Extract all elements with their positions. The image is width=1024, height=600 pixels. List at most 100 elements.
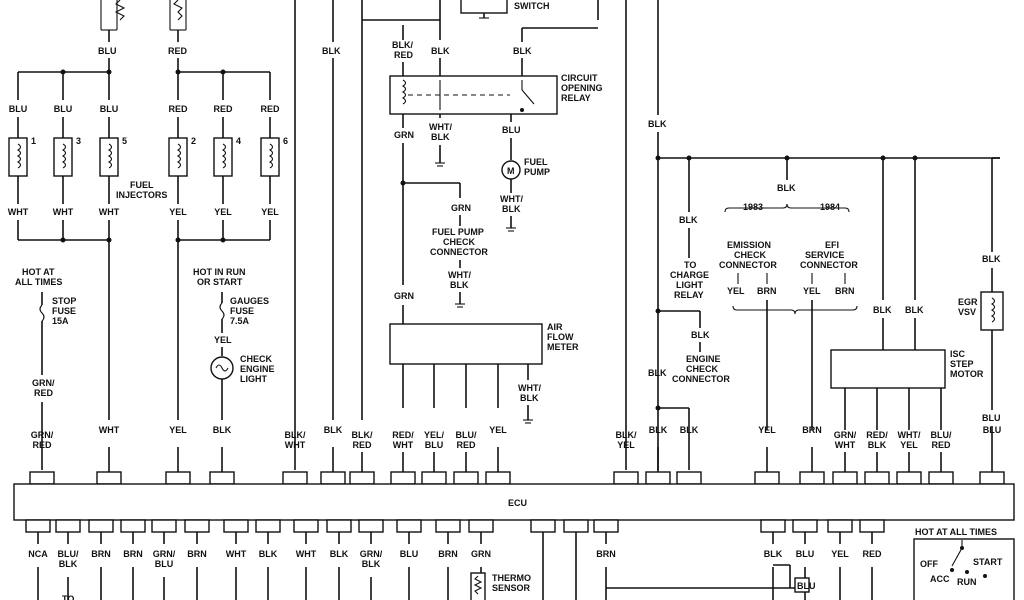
- gauges-name-3: 7.5A: [230, 316, 250, 326]
- fpcheck-label-1: FUEL PUMP: [432, 227, 484, 237]
- ecu-top-pin-label-10-0: YEL: [489, 425, 507, 435]
- ecu-top-pin-14: [754, 471, 780, 485]
- injector-number-3: 2: [191, 136, 196, 146]
- engine-check-wire2: BLK: [648, 368, 667, 378]
- ecu-top-pin-label-14-0: YEL: [758, 425, 776, 435]
- injector-coil-5: [268, 143, 274, 169]
- ignition-switch: HOT AT ALL TIMES OFF START ACC RUN: [913, 527, 1015, 600]
- ecu-bottom-pin-6: [223, 519, 249, 533]
- engine-check-label-3: CONNECTOR: [672, 374, 730, 384]
- ecu-top-pin-7: [390, 471, 416, 485]
- gauges-caption-1: HOT IN RUN: [193, 267, 246, 277]
- relay-label-3: RELAY: [561, 93, 591, 103]
- stop-fuse-caption-2: ALL TIMES: [15, 277, 62, 287]
- ignition-run: RUN: [957, 577, 977, 587]
- emission-year-b: 1984: [820, 202, 840, 212]
- isc-label-1: ISC: [950, 349, 966, 359]
- inj-wire-bottom-label-2: WHT: [99, 207, 120, 217]
- ecu-top-pin-12: [645, 471, 671, 485]
- injector-coil-1: [61, 143, 67, 169]
- switch-label: SWITCH: [514, 1, 550, 11]
- ecu-label: ECU: [508, 498, 527, 508]
- ecu-bottom-pin-label-8-0: WHT: [296, 549, 317, 559]
- ecu-bottom-pin-12: [435, 519, 461, 533]
- relay-wire-blu: BLU: [502, 125, 521, 135]
- ecu-bottom-pin-label-16-0: BLU: [796, 549, 815, 559]
- fuel-injectors: BLU1WHTBLU3WHTBLU5WHTRED2YELRED4YELRED6Y…: [8, 69, 288, 420]
- wire-label-blu-top: BLU: [98, 46, 117, 56]
- ecu-top-pin-label-16-1: WHT: [835, 440, 856, 450]
- isc-wire-2: BLK: [905, 305, 924, 315]
- gauges-caption-2: OR START: [197, 277, 243, 287]
- ecu-top-pin-1: [96, 471, 122, 485]
- fuel-pump-label-2: PUMP: [524, 167, 550, 177]
- fpcheck-label-2: CHECK: [443, 237, 476, 247]
- gauges-wire: YEL: [214, 335, 232, 345]
- ecu-bottom-pin-3: [120, 519, 146, 533]
- injector-number-2: 5: [122, 136, 127, 146]
- injector-1: [8, 137, 28, 177]
- inj-wire-bottom-label-5: YEL: [261, 207, 279, 217]
- ecu-top-pin-label-1-0: WHT: [99, 425, 120, 435]
- emission-label-b-1: EFI: [825, 240, 839, 250]
- engine-check-wire: BLK: [691, 330, 710, 340]
- ecu-bottom-pin-8: [293, 519, 319, 533]
- ecu-bottom-pin-7: [255, 519, 281, 533]
- injector-number-1: 3: [76, 136, 81, 146]
- injector-coil-0: [16, 143, 22, 169]
- ecu-top-pin-label-4-1: WHT: [285, 440, 306, 450]
- ecu-bottom-pin-16: [792, 519, 818, 533]
- bottom-extras: TO THERMO SENSOR BLU: [62, 564, 816, 600]
- ecu-top-pin-8: [421, 471, 447, 485]
- ecu-bottom-pin-label-5-0: BRN: [187, 549, 207, 559]
- ignition-switch-top: SWITCH: [460, 0, 550, 19]
- ecu-top-pin-0: [29, 471, 55, 485]
- emission-year-a: 1983: [743, 202, 763, 212]
- ecu-bottom-pin-label-0-0: NCA: [28, 549, 48, 559]
- ecu-top-pin-label-7-0: RED/: [392, 430, 414, 440]
- emission-pin-a-1: YEL: [727, 286, 745, 296]
- ecu-top-pin-13: [676, 471, 702, 485]
- ecu-top-pin-9: [453, 471, 479, 485]
- ecu-bottom-pin-label-7-0: BLK: [259, 549, 278, 559]
- fuel-pump: M FUEL PUMP WHT/ BLK: [500, 157, 550, 232]
- ecu-bottom-pin-label-12-0: BRN: [438, 549, 458, 559]
- ecu-top-pin-label-13-0: BLK: [680, 425, 699, 435]
- check-light-label-3: LIGHT: [240, 374, 267, 384]
- injectors-label-2: INJECTORS: [116, 190, 167, 200]
- ecu-top-pin-label-4-0: BLK/: [285, 430, 306, 440]
- stop-fuse-name-2: FUSE: [52, 306, 76, 316]
- inj-wire-top-label-1: BLU: [54, 104, 73, 114]
- ecu-top-pin-15: [799, 471, 825, 485]
- ecu-bottom-pin-0: [25, 519, 51, 533]
- ecu-top-pin-19: [928, 471, 954, 485]
- ecu-top-pin-label-9-0: BLU/: [456, 430, 477, 440]
- ecu-bottom-extra-pin-1: [563, 519, 589, 533]
- ecu-top-pin-label-18-1: YEL: [900, 440, 918, 450]
- ecu-bottom-pin-13: [468, 519, 494, 533]
- ecu-top-pin-label-5-0: BLK: [324, 425, 343, 435]
- stop-fuse-wire-1: GRN/: [32, 378, 55, 388]
- ecu-bottom-pin-label-10-0: GRN/: [360, 549, 383, 559]
- emission-label-a-1: EMISSION: [727, 240, 771, 250]
- bottom-to: TO: [62, 594, 74, 600]
- ecu-top-pin-2: [165, 471, 191, 485]
- right-bus: BLK BLK TO CHARGE LIGHT RELAY BLK ENGINE…: [648, 119, 1004, 472]
- fpcheck-wire2-1: WHT/: [448, 270, 471, 280]
- ecu-bottom-pin-label-14-0: BRN: [596, 549, 616, 559]
- ecu-top-pin-5: [320, 471, 346, 485]
- ecu-bottom-pin-11: [396, 519, 422, 533]
- egr-label-2: VSV: [958, 307, 976, 317]
- inj-wire-top-label-5: RED: [260, 104, 280, 114]
- inj-wire-bottom-label-3: YEL: [169, 207, 187, 217]
- ecu-top-pin-label-2-0: YEL: [169, 425, 187, 435]
- bottom-blu-box: BLU: [797, 581, 816, 591]
- emission-wire: BLK: [777, 183, 796, 193]
- ignition-start: START: [973, 557, 1003, 567]
- fpcheck-label-3: CONNECTOR: [430, 247, 488, 257]
- relay-label-2: OPENING: [561, 83, 603, 93]
- inj-wire-bottom-label-0: WHT: [8, 207, 29, 217]
- inj-wire-top-label-4: RED: [213, 104, 233, 114]
- ecu-bottom-pin-label-2-0: BRN: [91, 549, 111, 559]
- ecu-top-pin-label-18-0: WHT/: [898, 430, 921, 440]
